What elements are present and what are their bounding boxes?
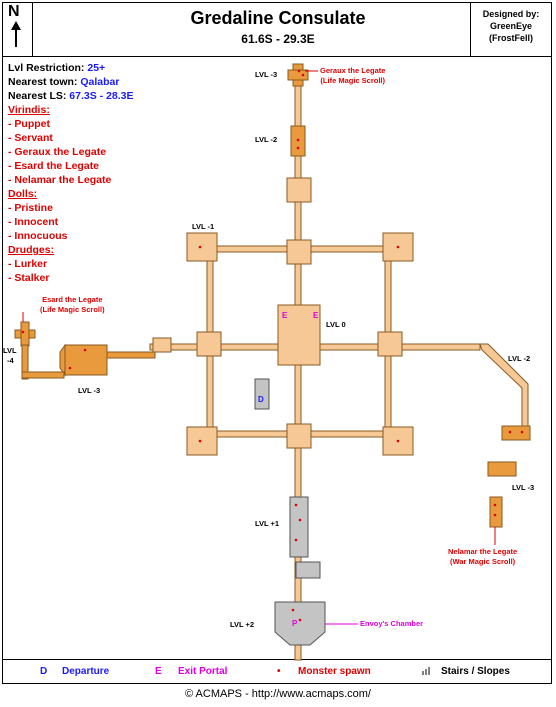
north-divider [32, 2, 33, 56]
nelamar-name: Nelamar the Legate [448, 547, 518, 556]
geraux-name: Geraux the Legate [320, 66, 386, 75]
exit-portal-marker: E [313, 311, 319, 320]
legend-exit-symbol: E [155, 666, 162, 677]
virindis-heading: Virindis: [8, 104, 50, 116]
west-arm-end [152, 337, 172, 353]
nearest-town-label: Nearest town: [8, 76, 78, 88]
nearest-ls: Nearest LS: 67.3S - 28.3E [8, 90, 134, 102]
lvl-p1-antechamber [295, 561, 321, 579]
nearest-ls-value: 67.3S - 28.3E [69, 90, 134, 102]
nelamar-drop: (War Magic Scroll) [450, 557, 516, 566]
corner-room-nw [186, 232, 218, 262]
legend-departure-label: Departure [62, 666, 110, 677]
designer-line-3: (FrostFell) [489, 33, 533, 43]
esard-name: Esard the Legate [42, 295, 103, 304]
central-hub-room [277, 304, 321, 366]
east-lvl-m3-room [487, 461, 517, 477]
level-label: -4 [7, 356, 14, 365]
dungeon-coords: 61.6S - 29.3E [241, 32, 315, 46]
designer-line-1: Designed by: [482, 9, 540, 19]
legend-spawn-label: Monster spawn [298, 666, 371, 677]
nearest-town-value: Qalabar [80, 76, 120, 88]
level-label: LVL -3 [78, 386, 101, 395]
lvl-p1-hall [289, 496, 309, 558]
monster-item: - Nelamar the Legate [8, 174, 112, 186]
level-label: LVL -1 [192, 222, 215, 231]
legend-exit-label: Exit Portal [178, 666, 228, 677]
lvl-restriction-value: 25+ [87, 62, 106, 74]
copyright-footer: © ACMAPS - http://www.acmaps.com/ [185, 688, 371, 700]
legend-departure-symbol: D [40, 666, 48, 677]
level-label: LVL +1 [255, 519, 280, 528]
nearest-town: Nearest town: Qalabar [8, 76, 119, 88]
monster-item: - Geraux the Legate [8, 146, 107, 158]
nelamar-annotation: Nelamar the Legate (War Magic Scroll) [448, 547, 517, 567]
level-label: LVL 0 [326, 320, 346, 329]
departure-room [254, 378, 270, 410]
legend-spawn-symbol: • [277, 666, 281, 677]
level-label: LVL -2 [255, 135, 278, 144]
west-lvl-m4-stem [20, 321, 30, 347]
monster-item: - Lurker [8, 258, 48, 270]
exit-portal-marker: E [282, 311, 288, 320]
lvl-restriction-label: Lvl Restriction: [8, 62, 85, 74]
east-lvl-m2-room [501, 425, 531, 441]
envoy-annotation: Envoy's Chamber [360, 619, 424, 628]
page-title: Gredaline Consulate [190, 8, 366, 28]
legend-stairs-label: Stairs / Slopes [441, 666, 510, 677]
west-lvl-m3-bevel [59, 343, 66, 377]
cross-room-w [196, 331, 222, 357]
monster-item: - Puppet [8, 118, 50, 130]
designer-credit: Designed by: GreenEye (FrostFell) [470, 8, 552, 44]
north-lvl-m3-cross [287, 69, 309, 81]
west-lvl-m4-corridor [21, 344, 29, 380]
cross-room-e [377, 331, 403, 357]
west-corridor [106, 351, 156, 359]
geraux-annotation: Geraux the Legate (Life Magic Scroll) [320, 66, 385, 86]
dolls-heading: Dolls: [8, 188, 38, 200]
cross-room-s [286, 423, 312, 449]
monster-item: - Esard the Legate [8, 160, 100, 172]
lvl-restriction: Lvl Restriction: 25+ [8, 62, 105, 74]
monster-item: - Pristine [8, 202, 53, 214]
level-label: LVL -3 [255, 70, 278, 79]
designer-line-2: GreenEye [489, 21, 533, 31]
designer-divider [470, 2, 471, 56]
legend-divider [2, 659, 552, 660]
level-label: LVL -2 [508, 354, 531, 363]
monster-item: - Servant [8, 132, 53, 144]
departure-marker: D [258, 395, 264, 404]
monster-item: - Innocent [8, 216, 59, 228]
monster-item: - Stalker [8, 272, 50, 284]
geraux-drop: (Life Magic Scroll) [320, 76, 386, 85]
drudges-heading: Drudges: [8, 244, 55, 256]
level-label: LVL +2 [230, 620, 255, 629]
map-frame [2, 2, 552, 684]
envoys-chamber [274, 601, 326, 646]
portal-marker: P [292, 619, 298, 628]
header-divider [2, 56, 552, 57]
monster-item: - Innocuous [8, 230, 68, 242]
west-lower-corridor [21, 371, 65, 379]
north-label: N [8, 3, 20, 20]
monster-spawns [21, 69, 524, 622]
level-label: LVL [3, 346, 17, 355]
esard-drop: (Life Magic Scroll) [40, 305, 105, 314]
level-label: LVL -3 [512, 483, 535, 492]
nearest-ls-label: Nearest LS: [8, 90, 67, 102]
east-lower-room [489, 496, 503, 528]
corner-room-sw [186, 426, 218, 456]
cross-room-n [286, 239, 312, 265]
esard-annotation: Esard the Legate (Life Magic Scroll) [40, 295, 105, 315]
cross-room-top [286, 177, 312, 203]
